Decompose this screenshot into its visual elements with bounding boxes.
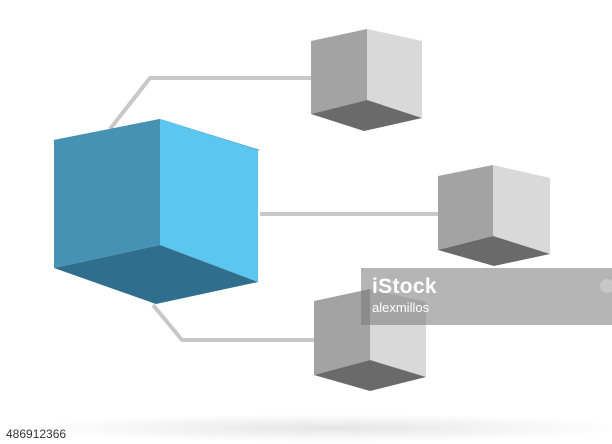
watermark-badge-icon xyxy=(600,279,612,293)
ground-shadow xyxy=(30,414,612,442)
node-cube-middle-side-face xyxy=(493,165,550,254)
node-cube-middle-front-face xyxy=(438,165,493,250)
node-cube-bottom-bottom-face xyxy=(314,360,426,391)
hub-cube-bottom-face xyxy=(54,245,258,304)
image-id-label: 486912366 xyxy=(0,424,73,444)
connector-top xyxy=(108,76,312,131)
node-cube-bottom-front-face xyxy=(314,289,370,375)
node-cube-top-side-face xyxy=(367,29,422,118)
node-cube-top-bottom-face xyxy=(311,100,422,131)
connectors xyxy=(108,76,440,342)
connector-bottom xyxy=(151,303,316,342)
watermark-banner xyxy=(361,268,612,325)
node-cube-middle xyxy=(438,165,550,266)
hub-cube-side-face xyxy=(160,119,258,282)
node-cube-top-front-face xyxy=(311,29,367,114)
node-cube-top xyxy=(311,29,422,131)
hub-cube-front-face xyxy=(54,119,160,268)
watermark-author: alexmillos xyxy=(372,300,430,315)
node-cube-middle-bottom-face xyxy=(438,236,550,266)
watermark-brand: iStock xyxy=(372,275,437,298)
hub-cube xyxy=(54,119,260,304)
